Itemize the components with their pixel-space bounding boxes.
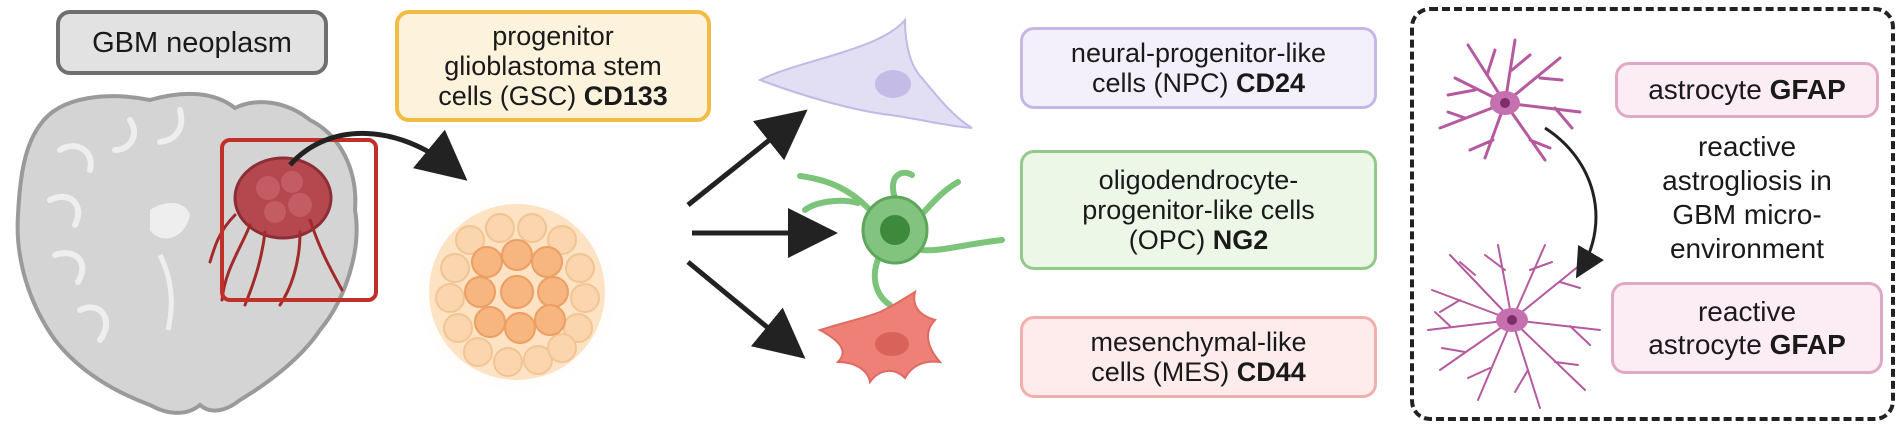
- tumor-highlight-box: [220, 138, 378, 302]
- mes-label: mesenchymal-like cells (MES) CD44: [1020, 316, 1377, 398]
- ng2-marker: NG2: [1212, 225, 1269, 255]
- gsc-label: progenitor glioblastoma stem cells (GSC)…: [395, 10, 711, 122]
- gfap-marker: GFAP: [1769, 74, 1846, 105]
- npc-label: neural-progenitor-like cells (NPC) CD24: [1020, 27, 1377, 109]
- reactive-astrocyte-label: reactive astrocyte GFAP: [1611, 282, 1883, 374]
- gbm-neoplasm-label: GBM neoplasm: [56, 10, 328, 75]
- astrogliosis-arrow: [1544, 126, 1605, 279]
- stem-cell-cluster-icon: [415, 190, 619, 394]
- opc-label: oligodendrocyte- progenitor-like cells (…: [1020, 150, 1377, 270]
- tumor-mass-icon: [208, 156, 344, 307]
- astrogliosis-label: reactive astrogliosis in GBM micro- envi…: [1662, 131, 1832, 264]
- opc-cell-icon: [797, 169, 1005, 308]
- cd24-marker: CD24: [1235, 68, 1306, 98]
- tumor-to-gsc-arrow: [288, 129, 468, 181]
- reactive-astrocyte-icon: [1427, 244, 1601, 409]
- cd44-marker: CD44: [1236, 357, 1306, 387]
- cd133-marker: CD133: [583, 81, 668, 111]
- gsc-to-npc-arrow: [686, 109, 808, 207]
- astrocyte-icon: [1438, 38, 1582, 162]
- mes-cell-icon: [817, 289, 943, 385]
- astrocyte-label: astrocyte GFAP: [1615, 62, 1879, 118]
- gsc-to-mes-arrow: [686, 260, 806, 359]
- gfap-reactive-marker: GFAP: [1769, 329, 1846, 360]
- npc-cell-icon: [757, 17, 973, 129]
- microenvironment-frame: [1410, 7, 1895, 421]
